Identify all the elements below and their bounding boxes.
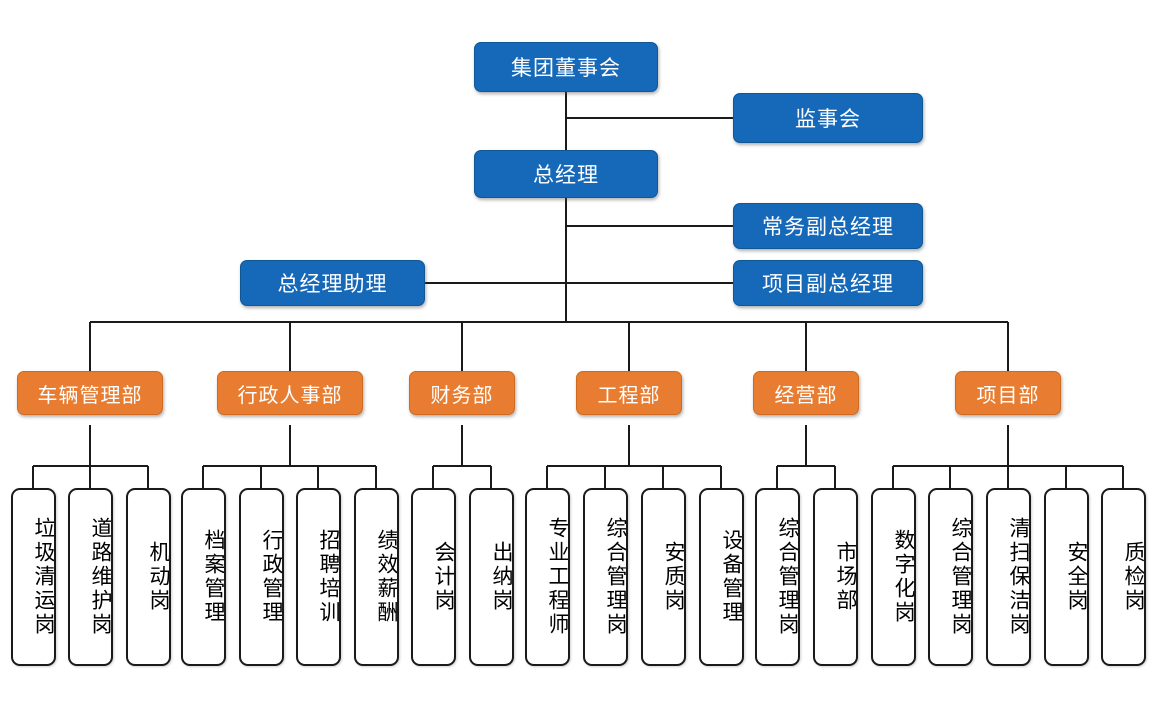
node-post-accounting[interactable]: 会计岗 xyxy=(411,488,456,666)
post-label: 绩效薪酬 xyxy=(375,529,398,625)
node-post-marketing[interactable]: 市场部 xyxy=(813,488,858,666)
node-post-admin-management[interactable]: 行政管理 xyxy=(239,488,284,666)
post-label: 综合管理岗 xyxy=(604,517,627,637)
node-post-road-maintenance[interactable]: 道路维护岗 xyxy=(68,488,113,666)
node-post-archive-management[interactable]: 档案管理 xyxy=(181,488,226,666)
node-department-vehicle[interactable]: 车辆管理部 xyxy=(17,371,163,415)
node-department-admin-hr[interactable]: 行政人事部 xyxy=(217,371,363,415)
post-label: 行政管理 xyxy=(260,529,283,625)
node-post-recruitment-training[interactable]: 招聘培训 xyxy=(296,488,341,666)
post-label: 质检岗 xyxy=(1122,541,1145,613)
post-label: 综合管理岗 xyxy=(949,517,972,637)
node-post-cashier[interactable]: 出纳岗 xyxy=(469,488,514,666)
node-board[interactable]: 集团董事会 xyxy=(474,42,658,92)
node-department-operations[interactable]: 经营部 xyxy=(753,371,859,415)
node-post-performance-compensation[interactable]: 绩效薪酬 xyxy=(354,488,399,666)
post-label: 出纳岗 xyxy=(490,541,513,613)
post-label: 安质岗 xyxy=(662,541,685,613)
node-post-safety-quality[interactable]: 安质岗 xyxy=(641,488,686,666)
node-department-project[interactable]: 项目部 xyxy=(955,371,1061,415)
post-label: 招聘培训 xyxy=(317,529,340,625)
post-label: 清扫保洁岗 xyxy=(1007,517,1030,637)
post-label: 机动岗 xyxy=(147,541,170,613)
node-post-quality-inspection[interactable]: 质检岗 xyxy=(1101,488,1146,666)
post-label: 道路维护岗 xyxy=(89,517,112,637)
node-executive-deputy-gm[interactable]: 常务副总经理 xyxy=(733,203,923,249)
node-post-project-general-management[interactable]: 综合管理岗 xyxy=(928,488,973,666)
post-label: 市场部 xyxy=(834,541,857,613)
node-department-engineering[interactable]: 工程部 xyxy=(576,371,682,415)
post-label: 设备管理 xyxy=(720,529,743,625)
node-post-safety[interactable]: 安全岗 xyxy=(1044,488,1089,666)
node-supervisory-board[interactable]: 监事会 xyxy=(733,93,923,143)
post-label: 专业工程师 xyxy=(546,517,569,637)
post-label: 档案管理 xyxy=(202,529,225,625)
node-post-equipment-management[interactable]: 设备管理 xyxy=(699,488,744,666)
post-label: 数字化岗 xyxy=(892,529,915,625)
node-post-operations-general-management[interactable]: 综合管理岗 xyxy=(755,488,800,666)
node-gm-assistant[interactable]: 总经理助理 xyxy=(240,260,425,306)
node-department-finance[interactable]: 财务部 xyxy=(409,371,515,415)
node-post-digitalization[interactable]: 数字化岗 xyxy=(871,488,916,666)
post-label: 垃圾清运岗 xyxy=(32,517,55,637)
node-post-mobile-duty[interactable]: 机动岗 xyxy=(126,488,171,666)
post-label: 综合管理岗 xyxy=(776,517,799,637)
post-label: 会计岗 xyxy=(432,541,455,613)
post-label: 安全岗 xyxy=(1065,541,1088,613)
node-post-cleaning-sanitation[interactable]: 清扫保洁岗 xyxy=(986,488,1031,666)
node-post-professional-engineer[interactable]: 专业工程师 xyxy=(525,488,570,666)
node-post-waste-transport[interactable]: 垃圾清运岗 xyxy=(11,488,56,666)
node-general-manager[interactable]: 总经理 xyxy=(474,150,658,198)
node-post-engineering-general-management[interactable]: 综合管理岗 xyxy=(583,488,628,666)
node-project-deputy-gm[interactable]: 项目副总经理 xyxy=(733,260,923,306)
